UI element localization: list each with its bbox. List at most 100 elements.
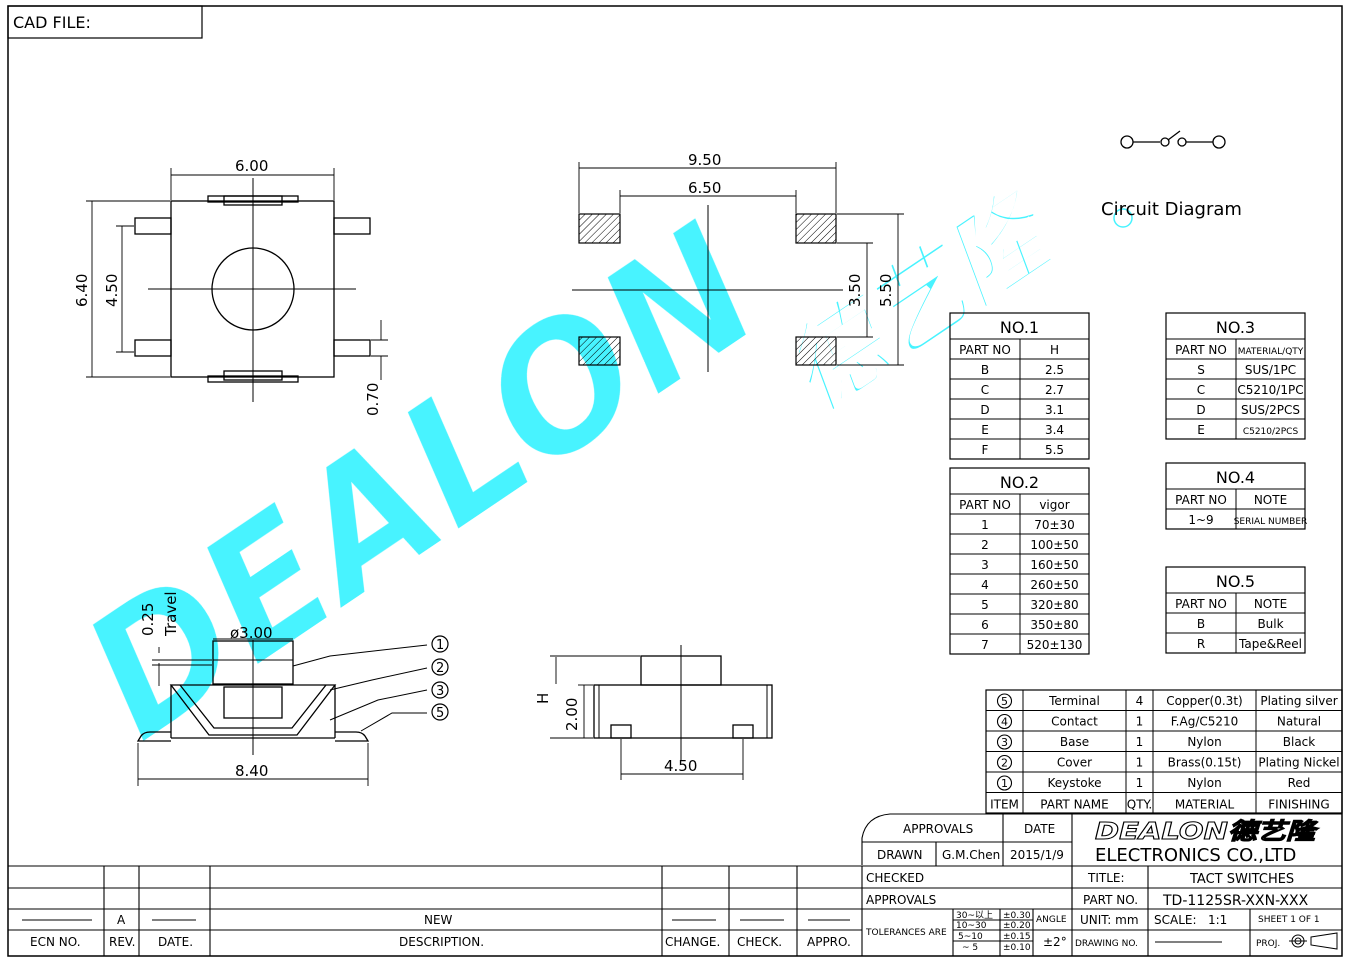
bom-cell-material: Nylon <box>1187 776 1221 790</box>
bom-cell-item: 1 <box>1001 777 1008 790</box>
table-header: NOTE <box>1254 493 1287 507</box>
tb-tol-range-0: 30~以上 <box>956 910 993 921</box>
rev-hdr-check: CHECK. <box>737 935 782 949</box>
dim-top-width: 6.00 <box>235 157 268 175</box>
registered-mark <box>1113 208 1133 228</box>
bom-cell-item: 3 <box>1001 736 1008 749</box>
dim-pad-inner: 6.50 <box>688 179 721 197</box>
table-cell: E <box>1197 423 1205 437</box>
table-cell: 1~9 <box>1188 513 1213 527</box>
rev-hdr-desc: DESCRIPTION. <box>399 935 484 949</box>
bom-cell-finish: Natural <box>1277 715 1321 729</box>
tb-drawing-no: DRAWING NO. <box>1075 939 1138 949</box>
table-cell: 320±80 <box>1030 598 1078 612</box>
bom-header-material: MATERIAL <box>1175 798 1235 812</box>
tb-company: ELECTRONICS CO.,LTD <box>1095 845 1296 866</box>
dim-pad-outer: 9.50 <box>688 151 721 169</box>
table-cell: C <box>981 383 989 397</box>
bom-cell-material: Copper(0.3t) <box>1166 694 1242 708</box>
bom-cell-finish: Black <box>1283 735 1316 749</box>
tb-company-logo: DEALON德艺隆 <box>1095 819 1320 845</box>
tb-approvals: APPROVALS <box>903 822 973 836</box>
tb-approvals2: APPROVALS <box>866 893 936 907</box>
table-cell: E <box>981 423 989 437</box>
title-block <box>861 813 1342 956</box>
table-cell: 2.7 <box>1045 383 1064 397</box>
tb-drawn: DRAWN <box>877 848 923 862</box>
tb-angle: ±2° <box>1043 935 1067 949</box>
rev-desc: NEW <box>424 913 453 927</box>
balloon-2: 2 <box>436 661 444 676</box>
table-title: NO.2 <box>1000 473 1039 492</box>
tb-drawn-by: G.M.Chen <box>942 848 1000 862</box>
dim-front-height: 2.00 <box>563 698 581 731</box>
bom-cell-finish: Plating Nickel <box>1258 756 1339 770</box>
bom-cell-qty: 1 <box>1136 715 1144 729</box>
table-cell: 160±50 <box>1030 558 1078 572</box>
table-cell: B <box>1197 617 1205 631</box>
switch-symbol <box>1120 130 1226 149</box>
table-cell: SUS/1PC <box>1245 363 1296 377</box>
bom-cell-name: Cover <box>1057 756 1092 770</box>
table-cell: 100±50 <box>1030 538 1078 552</box>
tb-sheet: SHEET 1 OF 1 <box>1258 915 1320 925</box>
dim-pad-v-outer: 5.50 <box>877 274 895 307</box>
item-balloon <box>996 713 1013 730</box>
rev-hdr-rev: REV. <box>109 935 135 949</box>
table-cell: Tape&Reel <box>1238 637 1302 651</box>
dim-height-outer: 6.40 <box>73 274 91 307</box>
table-cell: SERIAL NUMBER <box>1234 517 1308 527</box>
bom-header-finish: FINISHING <box>1268 798 1329 812</box>
tb-part-no: TD-1125SR-XXN-XXX <box>1162 893 1309 909</box>
table-title: NO.4 <box>1216 468 1255 487</box>
table-cell: D <box>1196 403 1205 417</box>
table-header: PART NO <box>1175 597 1227 611</box>
pad-layout <box>572 162 904 372</box>
table-cell: S <box>1197 363 1205 377</box>
table-cell: 6 <box>981 618 989 632</box>
tb-title: TACT SWITCHES <box>1189 872 1294 887</box>
tb-tol-range-2: 5~10 <box>958 932 983 942</box>
table-cell: 2.5 <box>1045 363 1064 377</box>
table-header: MATERIAL/QTY <box>1238 347 1304 357</box>
cad-file-box <box>7 5 203 39</box>
table-cell: 2 <box>981 538 989 552</box>
tb-tol-range-3: ~ 5 <box>962 943 978 953</box>
rev-hdr-ecn: ECN NO. <box>30 935 81 949</box>
table-cell: C5210/1PC <box>1237 383 1303 397</box>
table-cell: 1 <box>981 518 989 532</box>
bom-header-item: ITEM <box>990 798 1019 812</box>
rev-hdr-appro: APPRO. <box>807 935 851 949</box>
dim-diameter: ø3.00 <box>230 624 273 642</box>
table-cell: R <box>1197 637 1205 651</box>
bom-cell-finish: Plating silver <box>1260 694 1337 708</box>
table-cell: 5 <box>981 598 989 612</box>
tb-tol-range-1: 10~30 <box>956 921 987 931</box>
sheet-border <box>7 5 1343 957</box>
circuit-label: Circuit Diagram <box>1101 199 1242 220</box>
item-balloon <box>996 754 1013 771</box>
table-title: NO.5 <box>1216 572 1255 591</box>
tb-title-label: TITLE: <box>1087 871 1125 885</box>
table-cell: 5.5 <box>1045 443 1064 457</box>
side-view <box>136 638 428 786</box>
tb-tol-value-1: ±0.20 <box>1003 921 1031 931</box>
tb-tol-value-3: ±0.10 <box>1003 943 1031 953</box>
dim-side-width: 8.40 <box>235 762 268 780</box>
part-balloons <box>431 635 449 721</box>
tb-tol-value-0: ±0.30 <box>1003 911 1031 921</box>
bom-cell-qty: 1 <box>1136 756 1144 770</box>
table-cell: 520±130 <box>1027 638 1083 652</box>
table-cell: 3.4 <box>1045 423 1064 437</box>
bom-cell-material: F.Ag/C5210 <box>1171 715 1239 729</box>
cad-file-label: CAD FILE: <box>13 13 91 32</box>
table-cell: 70±30 <box>1034 518 1075 532</box>
table-cell: 7 <box>981 638 989 652</box>
table-cell: D <box>980 403 989 417</box>
table-header: vigor <box>1039 498 1069 512</box>
dim-travel-value: 0.25 <box>139 603 157 636</box>
bom-cell-qty: 1 <box>1136 776 1144 790</box>
